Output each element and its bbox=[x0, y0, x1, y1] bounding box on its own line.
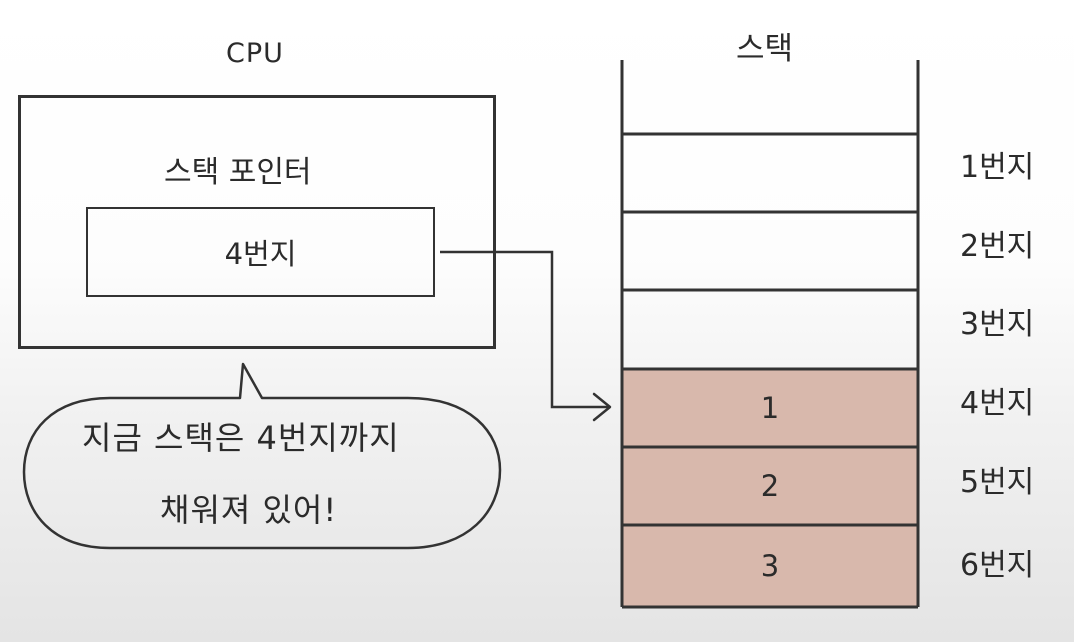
stack-cell-value: 1 bbox=[760, 390, 780, 425]
address-label-4: 4번지 bbox=[960, 386, 1035, 421]
speech-bubble-line-1: 지금 스택은 4번지까지 bbox=[82, 419, 400, 457]
stack-cell-1 bbox=[622, 134, 918, 212]
address-label-6: 6번지 bbox=[960, 548, 1035, 583]
stack-cell-4: 1 bbox=[622, 369, 918, 447]
address-label-1: 1번지 bbox=[960, 150, 1035, 185]
speech-bubble-outline bbox=[22, 362, 502, 550]
stack-cell-4-fill bbox=[622, 369, 918, 447]
stack-cell-3 bbox=[622, 290, 918, 369]
stack-cell-5: 2 bbox=[622, 447, 918, 525]
stack-pointer-box: 4번지 bbox=[86, 207, 435, 297]
cpu-title: CPU bbox=[226, 38, 284, 69]
stack-cell-6-fill bbox=[622, 525, 918, 607]
stack-cell-value: 3 bbox=[760, 548, 780, 583]
stack-title: 스택 bbox=[736, 31, 794, 67]
stack-pointer-value: 4번지 bbox=[224, 237, 297, 271]
stack-cell-2 bbox=[622, 212, 918, 290]
speech-bubble-line-2: 채워져 있어! bbox=[160, 491, 338, 529]
address-label-3: 3번지 bbox=[960, 307, 1035, 342]
stack-pointer-label: 스택 포인터 bbox=[164, 155, 312, 190]
stack-cell-6: 3 bbox=[622, 525, 918, 607]
address-label-2: 2번지 bbox=[960, 229, 1035, 264]
stack-cell-value: 2 bbox=[760, 468, 780, 503]
cpu-box bbox=[18, 95, 496, 349]
address-label-5: 5번지 bbox=[960, 465, 1035, 500]
stack-cell-5-fill bbox=[622, 447, 918, 525]
pointer-arrow-line bbox=[440, 250, 608, 409]
pointer-arrow-head bbox=[592, 392, 612, 422]
